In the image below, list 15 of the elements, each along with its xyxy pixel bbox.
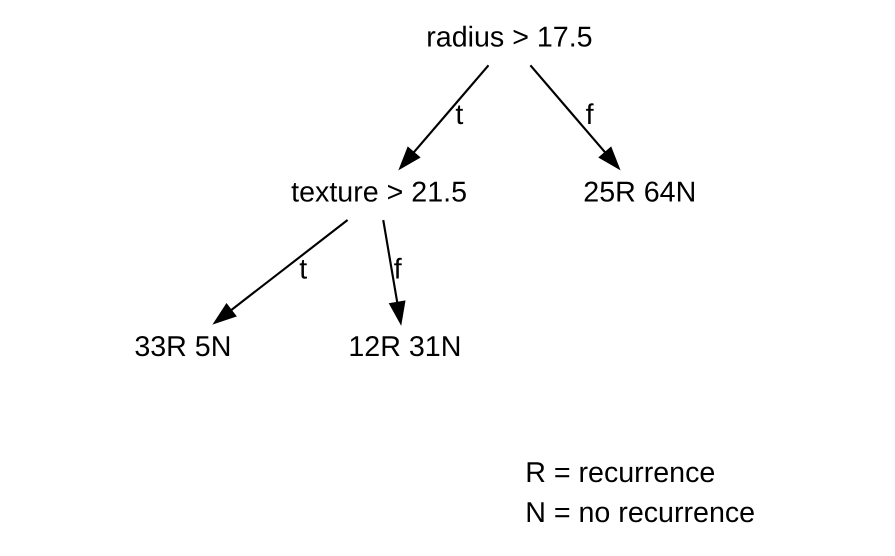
node-text: radius > 17.5 [426,22,593,54]
edge-label: f [394,254,402,286]
arrow [398,64,490,170]
edge-label: t [455,99,464,132]
label: R = recurrence [525,457,716,490]
node-text: 33R 5N [134,331,232,364]
node-text: 25R 64N [583,176,696,208]
label: N = no recurrence [525,497,756,530]
node-text: 12R 31N [348,331,462,364]
arrow [212,219,348,325]
arrow [382,220,406,326]
edge-label: f [586,99,594,132]
edge-label: t [299,254,308,286]
arrow [530,64,621,170]
node-text: texture > 21.5 [291,176,468,208]
